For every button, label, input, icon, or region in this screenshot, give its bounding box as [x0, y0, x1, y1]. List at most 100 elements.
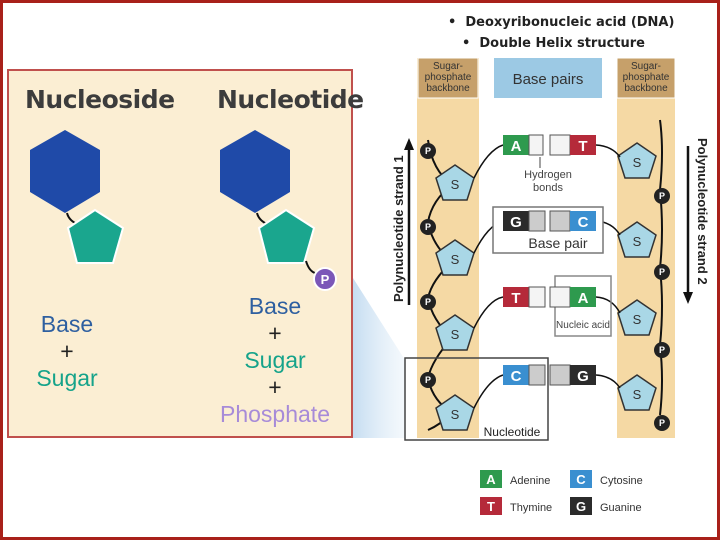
svg-text:S: S: [633, 234, 642, 249]
base-pair1-right-tail: [549, 134, 571, 156]
nucleoside-formula-sugar: Sugar: [36, 365, 98, 391]
left-phosphate-labels: P P P P: [425, 146, 431, 385]
nucleoside-nucleotide-panel: Nucleoside Nucleotide P Base + Sugar Bas…: [7, 69, 364, 438]
nucleoside-base-hexagon: [30, 130, 100, 213]
base-pair4-left-tail: [528, 364, 546, 386]
right-backbone-header: [616, 57, 676, 99]
nucleotide-formula-plus1: +: [268, 320, 282, 346]
right-phosphates: [654, 188, 670, 431]
legend-cytosine-letter: C: [576, 472, 586, 487]
nucleoside-formula: Base + Sugar: [27, 311, 107, 392]
svg-text:S: S: [633, 155, 642, 170]
svg-text:S: S: [633, 387, 642, 402]
nucleoside-formula-base: Base: [40, 311, 94, 337]
bullet-helix-text: Double Helix structure: [479, 36, 645, 51]
svg-text:S: S: [633, 312, 642, 327]
base-pair2-right: [570, 211, 596, 231]
left-phosphates: [420, 143, 436, 388]
base-pair4-right-tail: [549, 364, 571, 386]
svg-text:P: P: [425, 375, 431, 385]
base-pair-label: Base pair: [528, 235, 587, 251]
svg-text:P: P: [425, 146, 431, 156]
left-backbone-header: [417, 57, 479, 99]
right-sugars: [617, 142, 657, 411]
svg-text:S: S: [451, 327, 460, 342]
nucleoside-heading: Nucleoside: [25, 85, 175, 114]
right-sugar-labels: S S S S: [633, 155, 642, 402]
legend-adenine-name: Adenine: [510, 475, 550, 487]
legend-thymine-letter: T: [487, 499, 495, 514]
base-pairs-header: [494, 58, 602, 98]
legend-adenine-swatch: [480, 470, 502, 488]
base-pair2-left-letter: G: [510, 214, 522, 231]
base-pair4-right: [570, 365, 596, 385]
base-pairs-header-text: Base pairs: [513, 71, 584, 88]
phosphate-link: [305, 260, 316, 274]
svg-text:S: S: [451, 407, 460, 422]
base-pair1-left-letter: A: [511, 138, 522, 155]
nucleotide-formula-phosphate: Phosphate: [220, 401, 330, 427]
legend-cytosine-swatch: [570, 470, 592, 488]
base-pair1-left-tail: [528, 134, 544, 156]
phosphate-circle: [313, 267, 337, 291]
legend-adenine-letter: A: [486, 472, 496, 487]
nucleoside-formula-plus: +: [60, 338, 74, 364]
svg-text:P: P: [425, 222, 431, 232]
legend-guanine-letter: G: [576, 499, 586, 514]
nucleotide-sugar-pentagon: [257, 208, 316, 264]
base-pair4-right-letter: G: [577, 368, 589, 385]
title-bullets: • Deoxyribonucleic acid (DNA) • Double H…: [448, 12, 674, 54]
nucleoside-sugar-pentagon: [66, 208, 125, 264]
legend-thymine-swatch: [480, 497, 502, 515]
legend-thymine-name: Thymine: [510, 502, 552, 514]
base-pair2-right-tail: [549, 210, 571, 232]
base-pair2-left: [503, 211, 529, 231]
svg-text:P: P: [659, 345, 665, 355]
base-pair1-right: [570, 135, 596, 155]
nucleotide-formula-base: Base: [248, 293, 302, 319]
svg-text:S: S: [451, 177, 460, 192]
nucleotide-formula-plus2: +: [268, 374, 282, 400]
svg-text:P: P: [425, 297, 431, 307]
base-pair2-left-tail: [528, 210, 546, 232]
nucleotide-formula: Base + Sugar + Phosphate: [205, 293, 345, 428]
base-pair3-right-letter: A: [578, 290, 589, 307]
legend-guanine-name: Guanine: [600, 502, 642, 514]
bullet-dna: • Deoxyribonucleic acid (DNA): [448, 15, 675, 30]
nucleic-acid-label: Nucleic acid: [556, 320, 610, 331]
legend-cytosine-name: Cytosine: [600, 475, 643, 487]
base-pair3-right: [570, 287, 596, 307]
left-sugar-labels: S S S S: [451, 177, 460, 422]
legend-guanine-swatch: [570, 497, 592, 515]
bullet-helix: • Double Helix structure: [462, 36, 645, 51]
svg-text:S: S: [451, 252, 460, 267]
svg-text:P: P: [659, 191, 665, 201]
base-pair4-left: [503, 365, 529, 385]
base-pair1-right-letter: T: [578, 138, 587, 155]
nucleotide-label: Nucleotide: [484, 425, 541, 439]
base-pair3-left: [503, 287, 529, 307]
strand1-arrowhead: [404, 138, 414, 150]
base-pair4-left-letter: C: [511, 368, 522, 385]
base-pair1-left: [503, 135, 529, 155]
bullet-dna-text: Deoxyribonucleic acid (DNA): [465, 15, 675, 30]
base-pair2-right-letter: C: [578, 214, 589, 231]
strand2-arrowhead: [683, 292, 693, 304]
svg-text:P: P: [659, 267, 665, 277]
left-sugars: [435, 164, 475, 431]
right-phosphate-labels: P P P P: [659, 191, 665, 428]
strand1-label: Polynucleotide strand 1: [391, 155, 406, 302]
strand2-label: Polynucleotide strand 2: [695, 138, 710, 285]
base-pair3-left-tail: [528, 286, 546, 308]
svg-text:P: P: [659, 418, 665, 428]
nucleotide-box: [404, 357, 549, 441]
legend: A Adenine C Cytosine T Thymine G Guanine: [480, 470, 643, 515]
nucleotide-formula-sugar: Sugar: [244, 347, 306, 373]
nucleoside-nucleotide-shapes: P: [30, 130, 337, 291]
nucleotide-base-hexagon: [220, 130, 290, 213]
